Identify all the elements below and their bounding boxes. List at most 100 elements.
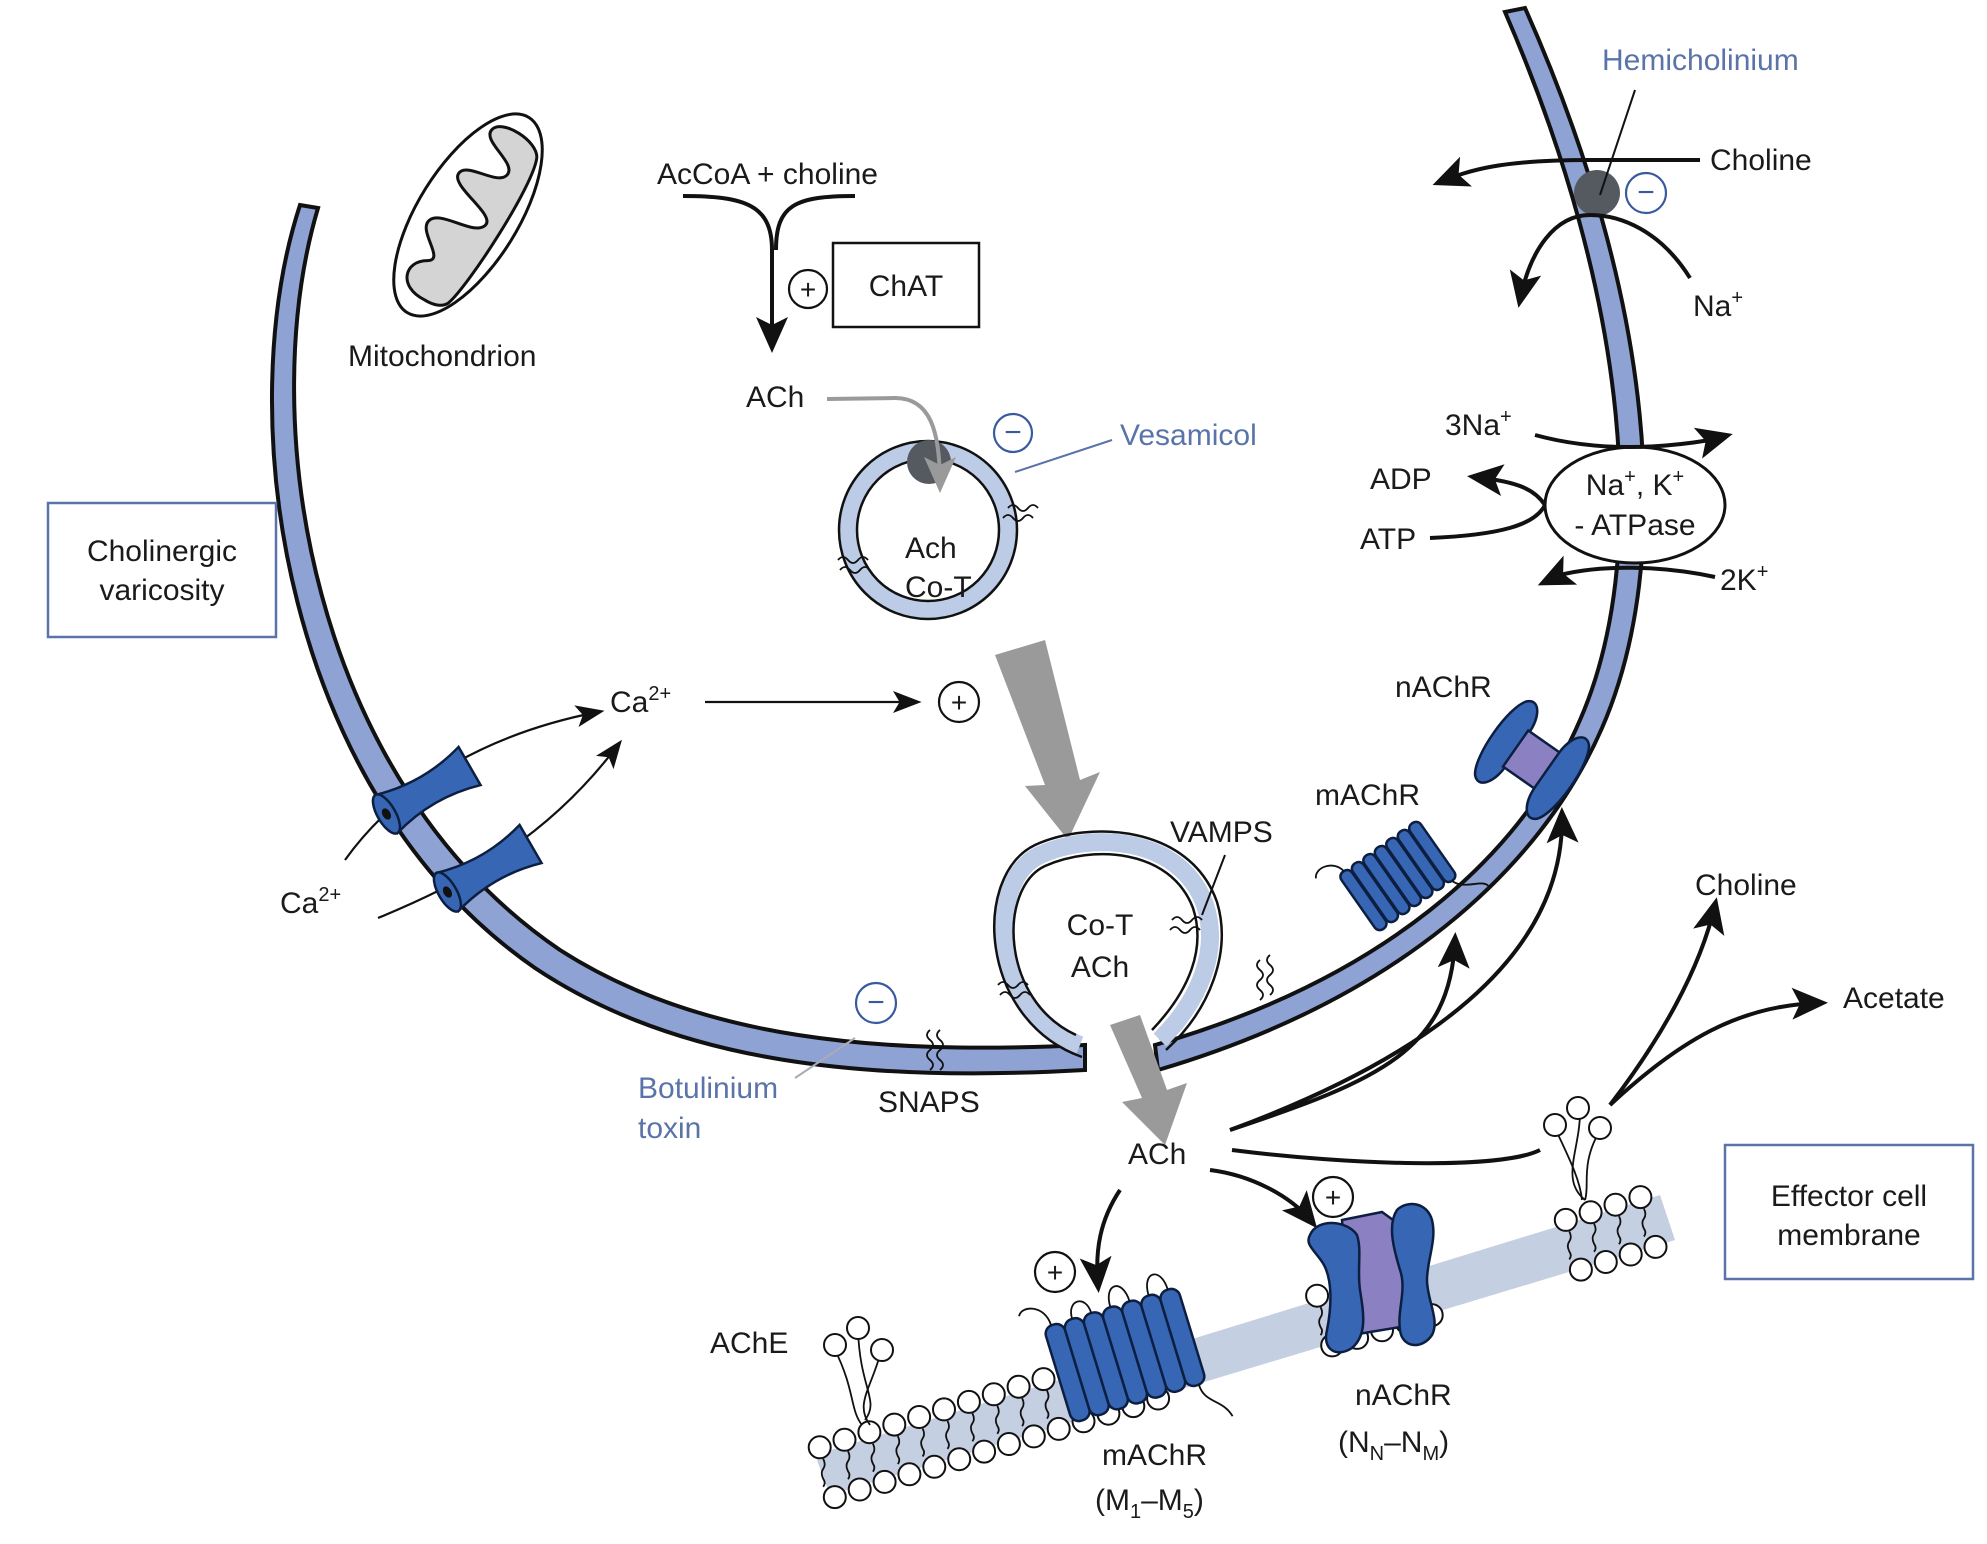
- phospholipid-tail: [1616, 1215, 1622, 1245]
- postsynaptic-nachr: [1307, 1202, 1436, 1354]
- phospholipid-tail: [870, 1443, 876, 1473]
- phospholipid-head: [1031, 1367, 1056, 1392]
- phospholipid-head: [822, 1485, 847, 1510]
- fused-content-cot: Co-T: [1067, 909, 1134, 942]
- svg-text:−: −: [1637, 176, 1655, 209]
- potassium-label: 2K+: [1720, 561, 1768, 597]
- botulinum-label-line2: toxin: [638, 1112, 701, 1145]
- pump-label-line1: Na+, K+: [1586, 466, 1684, 502]
- vesamicol-label: Vesamicol: [1120, 419, 1257, 452]
- calcium-outside-label: Ca2+: [280, 884, 341, 920]
- phospholipid-head: [1553, 1207, 1578, 1232]
- phospholipid-tail: [1044, 1390, 1050, 1420]
- choline-uptake: Choline Na+ − Hemicholinium: [1432, 44, 1812, 323]
- phospholipid-head: [1021, 1424, 1046, 1449]
- phospholipid-head: [872, 1469, 897, 1494]
- phospholipid-tail: [820, 1458, 826, 1488]
- phospholipid-head: [807, 1435, 832, 1460]
- calcium-channel: [371, 744, 483, 836]
- phospholipid-tail: [1641, 1208, 1647, 1238]
- phospholipid-head: [1643, 1234, 1668, 1259]
- cholinergic-varicosity-box: Cholinergic varicosity: [46, 501, 278, 639]
- phospholipid-head: [1568, 1257, 1593, 1282]
- chat-label: ChAT: [869, 270, 943, 303]
- vesamicol-inhibitor: − Vesamicol: [992, 412, 1257, 473]
- calcium-plus-sign: [937, 680, 981, 724]
- snaps-label: SNAPS: [878, 1086, 980, 1119]
- ache-enzyme-right: [1543, 1096, 1612, 1201]
- presynaptic-nachr-label: nAChR: [1395, 671, 1492, 704]
- chat-box: [831, 241, 981, 329]
- postsynaptic-machr-plus: [1033, 1250, 1077, 1294]
- svg-text:+: +: [951, 687, 967, 718]
- phospholipid-tail: [1591, 1223, 1597, 1253]
- ach-synthesized-label: ACh: [746, 381, 804, 414]
- postsynaptic-machr: [1018, 1273, 1234, 1423]
- hemicholinium-label: Hemicholinium: [1602, 44, 1799, 77]
- choline-transporter: [1574, 170, 1620, 216]
- mitochondrion-label: Mitochondrion: [348, 340, 536, 373]
- effector-cell-membrane-box: Effector cell membrane: [1723, 1143, 1975, 1281]
- phospholipid-tail: [970, 1412, 975, 1442]
- phospholipid-head: [857, 1420, 882, 1445]
- storage-vesicle: Ach Co-T: [826, 395, 1039, 621]
- phospholipid-tail: [1019, 1397, 1025, 1427]
- botulinum-label-line1: Botulinium: [638, 1072, 778, 1105]
- phospholipid-head: [1578, 1200, 1603, 1225]
- phospholipid-head: [882, 1412, 907, 1437]
- phospholipid-head: [1603, 1192, 1628, 1217]
- effector-label-line1: Effector cell: [1771, 1180, 1927, 1213]
- vesicular-transporter: [907, 440, 951, 484]
- calcium-channel: [432, 822, 544, 914]
- phospholipid-head: [907, 1405, 932, 1429]
- phospholipid-tail: [1318, 1306, 1323, 1336]
- chat-plus-sign: [787, 268, 829, 310]
- acetate-label: Acetate: [1843, 982, 1945, 1015]
- vesicle-transport-arrow: [995, 640, 1100, 840]
- phospholipid-head: [981, 1382, 1006, 1407]
- choline-outside-label: Choline: [1710, 144, 1812, 177]
- postsynaptic-nachr-label: nAChR: [1355, 1379, 1452, 1412]
- sodium-label: Na+: [1693, 287, 1743, 323]
- phospholipid-tail: [945, 1420, 950, 1450]
- svg-text:+: +: [1325, 1182, 1341, 1213]
- calcium-influx: Ca2+ Ca2+ +: [280, 680, 981, 920]
- presynaptic-membrane: [269, 5, 1646, 1076]
- vamps-label: VAMPS: [1170, 816, 1273, 849]
- varicosity-label-line2: varicosity: [99, 574, 224, 607]
- varicosity-label-line1: Cholinergic: [87, 535, 237, 568]
- ach-synthesis: AcCoA + choline + ChAT ACh: [657, 158, 981, 414]
- phospholipid-head: [1305, 1283, 1330, 1308]
- presynaptic-machr: [1315, 820, 1490, 932]
- postsynaptic-nachr-subtypes: (NN–NM): [1338, 1426, 1449, 1465]
- phospholipid-head: [1593, 1250, 1618, 1274]
- svg-text:−: −: [1004, 416, 1022, 449]
- svg-text:+: +: [1047, 1257, 1063, 1288]
- vesicle-content-cot: Co-T: [905, 571, 972, 604]
- svg-text:−: −: [867, 986, 885, 1019]
- presynaptic-nachr: [1473, 700, 1591, 820]
- svg-text:+: +: [800, 274, 816, 305]
- phospholipid-head: [932, 1397, 956, 1422]
- sodium-in-label: 3Na+: [1445, 406, 1512, 442]
- mitochondrion: [392, 112, 544, 318]
- botulinum-inhibitor: − Botulinium toxin: [638, 981, 898, 1145]
- phospholipid-head: [847, 1477, 872, 1502]
- phospholipid-head: [947, 1447, 972, 1472]
- phospholipid-head: [897, 1462, 922, 1487]
- fused-content-ach: ACh: [1071, 951, 1129, 984]
- effector-membrane: [807, 1185, 1675, 1510]
- vesicle-content-ach: Ach: [905, 532, 957, 565]
- phospholipid-tail: [1566, 1230, 1572, 1260]
- atp-label: ATP: [1360, 523, 1416, 556]
- cleft-ach: ACh Choline Acetate: [1079, 807, 1945, 1293]
- effector-label-line2: membrane: [1777, 1219, 1920, 1252]
- phospholipid-head: [996, 1432, 1021, 1456]
- phospholipid-tail: [845, 1450, 851, 1480]
- substrates-label: AcCoA + choline: [657, 158, 878, 191]
- phospholipid-head: [972, 1439, 997, 1464]
- phospholipid-head: [922, 1454, 947, 1479]
- phospholipid-head: [1628, 1185, 1653, 1210]
- phospholipid-tail: [994, 1405, 1000, 1435]
- phospholipid-head: [1046, 1416, 1071, 1441]
